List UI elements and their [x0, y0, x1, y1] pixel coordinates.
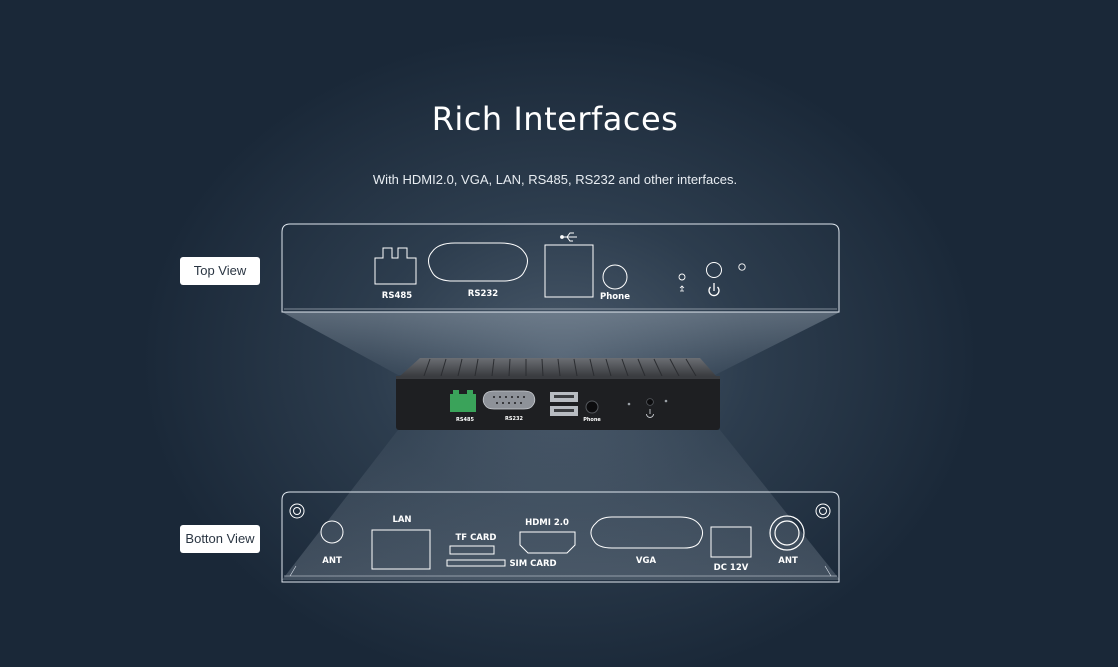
led-indicator-icon	[678, 273, 686, 281]
bottom-tf-card-label: TF CARD	[456, 533, 497, 543]
bottom-sim-card-label: SIM CARD	[509, 559, 556, 569]
sim-card-slot-icon	[446, 559, 506, 567]
power-button-icon	[706, 262, 722, 278]
bottom-hdmi-label: HDMI 2.0	[525, 518, 569, 528]
antenna-right-port-icon	[769, 515, 805, 551]
rs485-port-icon	[374, 247, 417, 285]
rs232-port-icon	[428, 242, 528, 282]
device-phone-label: Phone	[583, 417, 601, 423]
usb-icon	[560, 232, 577, 242]
power-symbol-icon	[708, 286, 720, 297]
bottom-light-beam	[282, 430, 840, 580]
led-indicator-icon	[738, 263, 746, 271]
device-rs485-label: RS485	[456, 417, 474, 423]
bottom-view-panel: ANT LAN TF CARD SIM CARD HDMI 2.0 VGA DC…	[281, 491, 840, 583]
page-title: Rich Interfaces	[431, 100, 679, 138]
mini-pc-device: RS485 RS232 Phone	[396, 358, 720, 430]
top-rs232-label: RS232	[468, 289, 498, 299]
screw-icon	[815, 503, 831, 519]
device-rs232-label: RS232	[505, 416, 523, 422]
top-view-panel: RS485 RS232 Phone	[281, 223, 840, 313]
phone-jack-icon	[602, 264, 628, 290]
dc-power-port-icon	[710, 526, 752, 558]
reset-icon	[679, 285, 685, 292]
page-subtitle: With HDMI2.0, VGA, LAN, RS485, RS232 and…	[372, 172, 738, 187]
bottom-vga-label: VGA	[636, 556, 657, 566]
bottom-dc-label: DC 12V	[714, 563, 749, 573]
screw-icon	[289, 503, 305, 519]
usb-port-icon	[544, 244, 594, 298]
bottom-view-label: Botton View	[180, 525, 260, 553]
bottom-ant-left-label: ANT	[322, 556, 342, 566]
top-phone-label: Phone	[600, 292, 630, 302]
lan-port-icon	[371, 529, 431, 570]
vga-port-icon	[590, 516, 704, 549]
tf-card-slot-icon	[449, 545, 495, 555]
top-rs485-label: RS485	[382, 291, 412, 301]
bottom-ant-right-label: ANT	[778, 556, 798, 566]
bottom-lan-label: LAN	[392, 515, 411, 525]
antenna-left-port-icon	[320, 520, 344, 544]
top-view-label: Top View	[180, 257, 260, 285]
hdmi-port-icon	[519, 531, 576, 554]
